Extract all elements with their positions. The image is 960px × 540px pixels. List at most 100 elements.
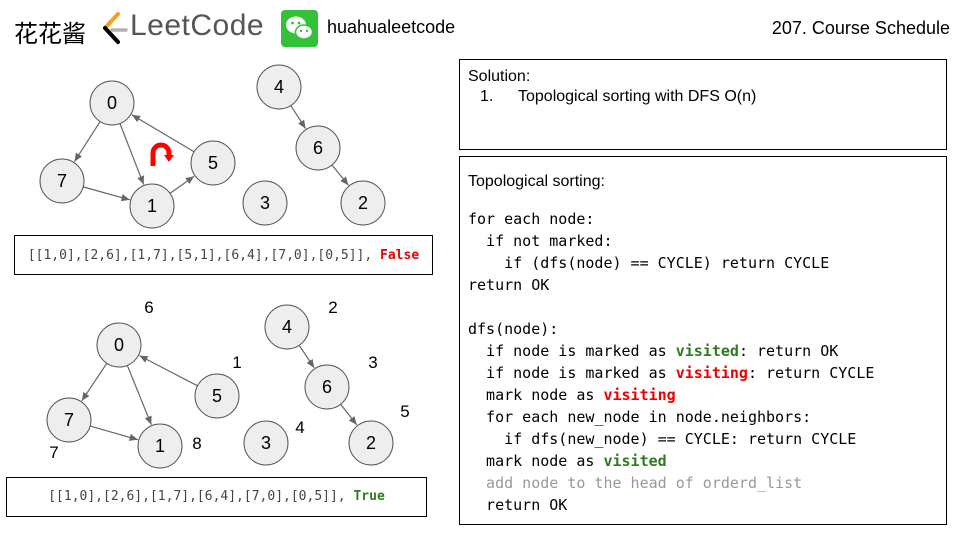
node-3 — [242, 180, 288, 226]
node-label: 2 — [358, 193, 368, 213]
edge-7-1 — [83, 186, 130, 202]
edge-0-1 — [119, 123, 145, 185]
wechat-icon — [281, 10, 318, 47]
node-4 — [256, 64, 302, 110]
order-label: 4 — [295, 418, 304, 437]
cycle-arrow-icon — [150, 142, 174, 166]
result-true: True — [353, 489, 385, 504]
node-label: 7 — [64, 410, 74, 430]
node-6 — [295, 125, 341, 171]
pseudocode-box: Topological sorting: for each node: if n… — [459, 156, 947, 525]
node-4 — [264, 304, 310, 350]
pseudocode-title: Topological sorting: — [468, 173, 605, 190]
code-text: : return CYCLE — [747, 364, 875, 382]
code-line: if node is marked as visiting: return CY… — [468, 362, 938, 384]
code-text: mark node as — [468, 452, 604, 470]
node-1 — [129, 183, 175, 229]
leetcode-label: LeetCode — [130, 9, 265, 42]
item-text: Topological sorting with DFS O(n) — [518, 88, 757, 105]
prerequisites-box-2: [[1,0],[2,6],[1,7],[6,4],[7,0],[0,5]], T… — [6, 477, 427, 517]
order-label: 1 — [232, 353, 241, 372]
code-line: mark node as visited — [468, 450, 938, 472]
node-0 — [96, 322, 142, 368]
code-lines: for each node: if not marked: if (dfs(no… — [468, 208, 938, 516]
code-text: if node is marked as — [468, 364, 676, 382]
solution-heading: Solution: — [468, 68, 531, 85]
prerequisites-text: [[1,0],[2,6],[1,7],[5,1],[6,4],[7,0],[0,… — [27, 248, 373, 263]
node-0 — [89, 80, 135, 126]
prerequisites-text: [[1,0],[2,6],[1,7],[6,4],[7,0],[0,5]], — [48, 489, 346, 504]
node-label: 3 — [260, 193, 270, 213]
wechat-account: huahualeetcode — [327, 17, 456, 37]
node-7 — [46, 397, 92, 443]
edge-0-1 — [126, 365, 152, 425]
edge-1-5 — [169, 175, 195, 194]
code-line: if not marked: — [468, 230, 938, 252]
code-text: for each new_node in node.neighbors: — [468, 408, 812, 426]
code-text: mark node as — [468, 386, 604, 404]
code-text: dfs(node): — [468, 320, 559, 338]
node-label: 2 — [366, 433, 376, 453]
code-keyword: visiting — [603, 386, 676, 404]
node-label: 6 — [313, 138, 323, 158]
node-label: 1 — [147, 196, 157, 216]
node-5 — [190, 140, 236, 186]
code-line — [468, 296, 938, 318]
node-5 — [194, 373, 240, 419]
code-text: for each node: — [468, 210, 595, 228]
code-line: if dfs(new_node) == CYCLE: return CYCLE — [468, 428, 938, 450]
edge-5-0 — [139, 355, 198, 387]
code-line: add node to the head of orderd_list — [468, 472, 938, 494]
node-1 — [137, 423, 183, 469]
edge-6-2 — [331, 164, 349, 186]
result-false: False — [380, 248, 420, 263]
code-text: if not marked: — [468, 232, 613, 250]
node-6 — [304, 364, 350, 410]
code-line: for each new_node in node.neighbors: — [468, 406, 938, 428]
code-text: return OK — [468, 496, 568, 514]
code-keyword: add node to the head of orderd_list — [468, 474, 803, 492]
order-label: 5 — [400, 402, 409, 421]
code-keyword: visiting — [675, 364, 748, 382]
node-2 — [340, 180, 386, 226]
code-line: if (dfs(node) == CYCLE) return CYCLE — [468, 252, 938, 274]
node-label: 7 — [57, 171, 67, 191]
node-label: 5 — [208, 153, 218, 173]
prerequisites-box-1: [[1,0],[2,6],[1,7],[5,1],[6,4],[7,0],[0,… — [14, 235, 433, 275]
code-line: for each node: — [468, 208, 938, 230]
order-label: 6 — [144, 298, 153, 317]
edge-5-0 — [131, 114, 195, 153]
code-line: dfs(node): — [468, 318, 938, 340]
order-label: 2 — [328, 298, 337, 317]
item-number: 1. — [480, 88, 494, 105]
solution-box: Solution: 1. Topological sorting with DFS… — [459, 59, 947, 150]
node-label: 0 — [114, 335, 124, 355]
header: 花花酱 LeetCode huahualeetcode 207. Course … — [0, 0, 960, 56]
edge-7-1 — [89, 425, 139, 441]
leetcode-logo-icon — [103, 12, 128, 44]
edge-4-6 — [290, 105, 307, 129]
solution-item: 1. Topological sorting with DFS O(n) — [468, 88, 938, 106]
code-text: if dfs(new_node) == CYCLE: return CYCLE — [468, 430, 857, 448]
edge-0-7 — [81, 362, 108, 402]
code-text: : return OK — [738, 342, 839, 360]
order-label: 3 — [368, 353, 377, 372]
node-7 — [39, 158, 85, 204]
order-label: 8 — [192, 434, 201, 453]
node-label: 4 — [274, 77, 284, 97]
code-keyword: visited — [675, 342, 739, 360]
code-line: if node is marked as visited: return OK — [468, 340, 938, 362]
node-label: 4 — [282, 317, 292, 337]
edge-6-2 — [340, 403, 358, 426]
edge-0-7 — [73, 121, 101, 162]
order-label: 7 — [49, 443, 58, 462]
brand-name: 花花酱 — [14, 20, 86, 48]
code-keyword: visited — [603, 452, 667, 470]
code-line: mark node as visiting — [468, 384, 938, 406]
code-line: return OK — [468, 494, 938, 516]
node-label: 6 — [322, 377, 332, 397]
code-line: return OK — [468, 274, 938, 296]
code-text: if node is marked as — [468, 342, 676, 360]
problem-title: 207. Course Schedule — [771, 18, 950, 38]
